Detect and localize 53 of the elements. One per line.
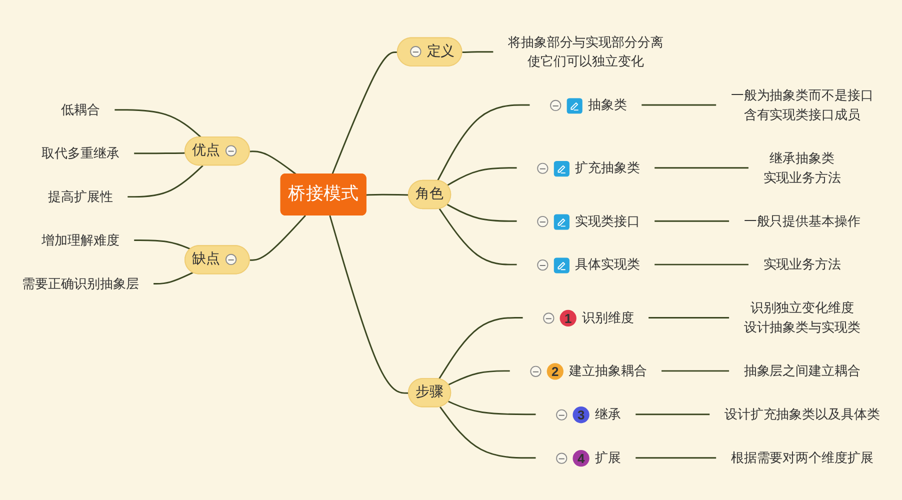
node-text: 设计扩充抽象类以及具体类: [724, 406, 880, 422]
connector: [128, 165, 204, 198]
connector: [250, 150, 297, 175]
connector: [332, 51, 398, 175]
connector: [654, 264, 748, 266]
node-text: 提高扩展性: [48, 188, 113, 204]
connector: [662, 370, 730, 372]
connector: [114, 109, 202, 138]
node-text: 根据需要对两个维度扩展: [730, 450, 874, 465]
node-text: 一般为抽象类而不是接口 含有实现类接口成员: [730, 87, 874, 122]
connector: [250, 215, 306, 261]
node-label: 抽象类: [588, 97, 627, 112]
node-label: 继承: [594, 406, 621, 422]
step-number-badge: 3: [572, 406, 590, 424]
connector: [636, 457, 716, 459]
connector: [446, 167, 517, 186]
connector: [154, 272, 194, 284]
step-number-badge: 2: [546, 363, 564, 380]
node-text: 增加理解难度: [42, 232, 120, 248]
connector: [438, 317, 523, 380]
connector: [462, 51, 494, 54]
node-label: 建立抽象耦合: [569, 363, 647, 378]
node-text: 识别独立变化维度 设计抽象类与实现类: [744, 300, 860, 334]
connector: [648, 317, 730, 318]
connector: [654, 167, 748, 169]
step-number-badge: 1: [560, 310, 576, 327]
node-label: 具体实现类: [575, 256, 640, 272]
connector: [654, 220, 730, 222]
node-text: 抽象层之间建立耦合: [744, 363, 860, 378]
connector: [438, 208, 517, 266]
connector: [446, 204, 517, 222]
connector: [448, 400, 536, 416]
node-text: 一般只提供基本操作: [744, 213, 860, 228]
step-number-badge: 4: [572, 450, 590, 467]
connector: [134, 152, 186, 154]
connector: [366, 194, 409, 196]
node-text: 需要正确识别抽象层: [22, 276, 139, 291]
node-text: 将抽象部分与实现部分分离 使它们可以独立变化: [508, 34, 664, 68]
node-label: 扩展: [594, 450, 621, 465]
node-text: 实现业务方法: [763, 256, 841, 272]
connector: [440, 406, 536, 459]
node-text: 继承抽象类 实现业务方法: [763, 150, 841, 185]
node-text: 取代多重继承: [42, 145, 120, 160]
connector: [134, 240, 191, 250]
node-label: 识别维度: [582, 310, 634, 325]
node-text: 低耦合: [61, 102, 100, 117]
connector: [642, 104, 716, 106]
connector: [636, 414, 710, 416]
node-label: 扩充抽象类: [575, 160, 640, 175]
connector: [448, 370, 510, 386]
connector: [436, 104, 530, 182]
node-label: 实现类接口: [575, 213, 640, 228]
connector: [329, 215, 409, 394]
